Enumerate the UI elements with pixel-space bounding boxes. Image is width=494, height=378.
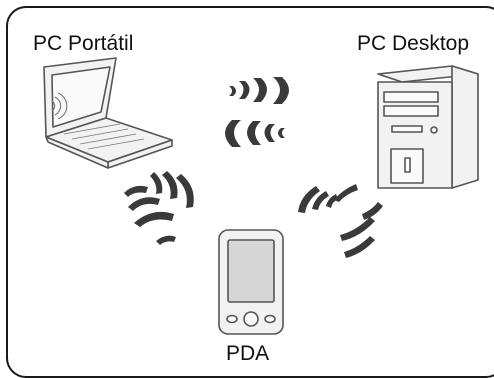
laptop-icon [43, 57, 173, 169]
desktop-tower-icon [377, 65, 479, 189]
signal-waves-left [124, 171, 194, 245]
desktop-label: PC Desktop [357, 32, 470, 55]
pda-icon [218, 229, 284, 335]
signal-waves-right [298, 184, 383, 258]
signal-waves-top [225, 77, 289, 147]
laptop-label: PC Portátil [33, 32, 134, 55]
diagram-canvas [43, 57, 479, 335]
pda-label: PDA [226, 342, 270, 365]
